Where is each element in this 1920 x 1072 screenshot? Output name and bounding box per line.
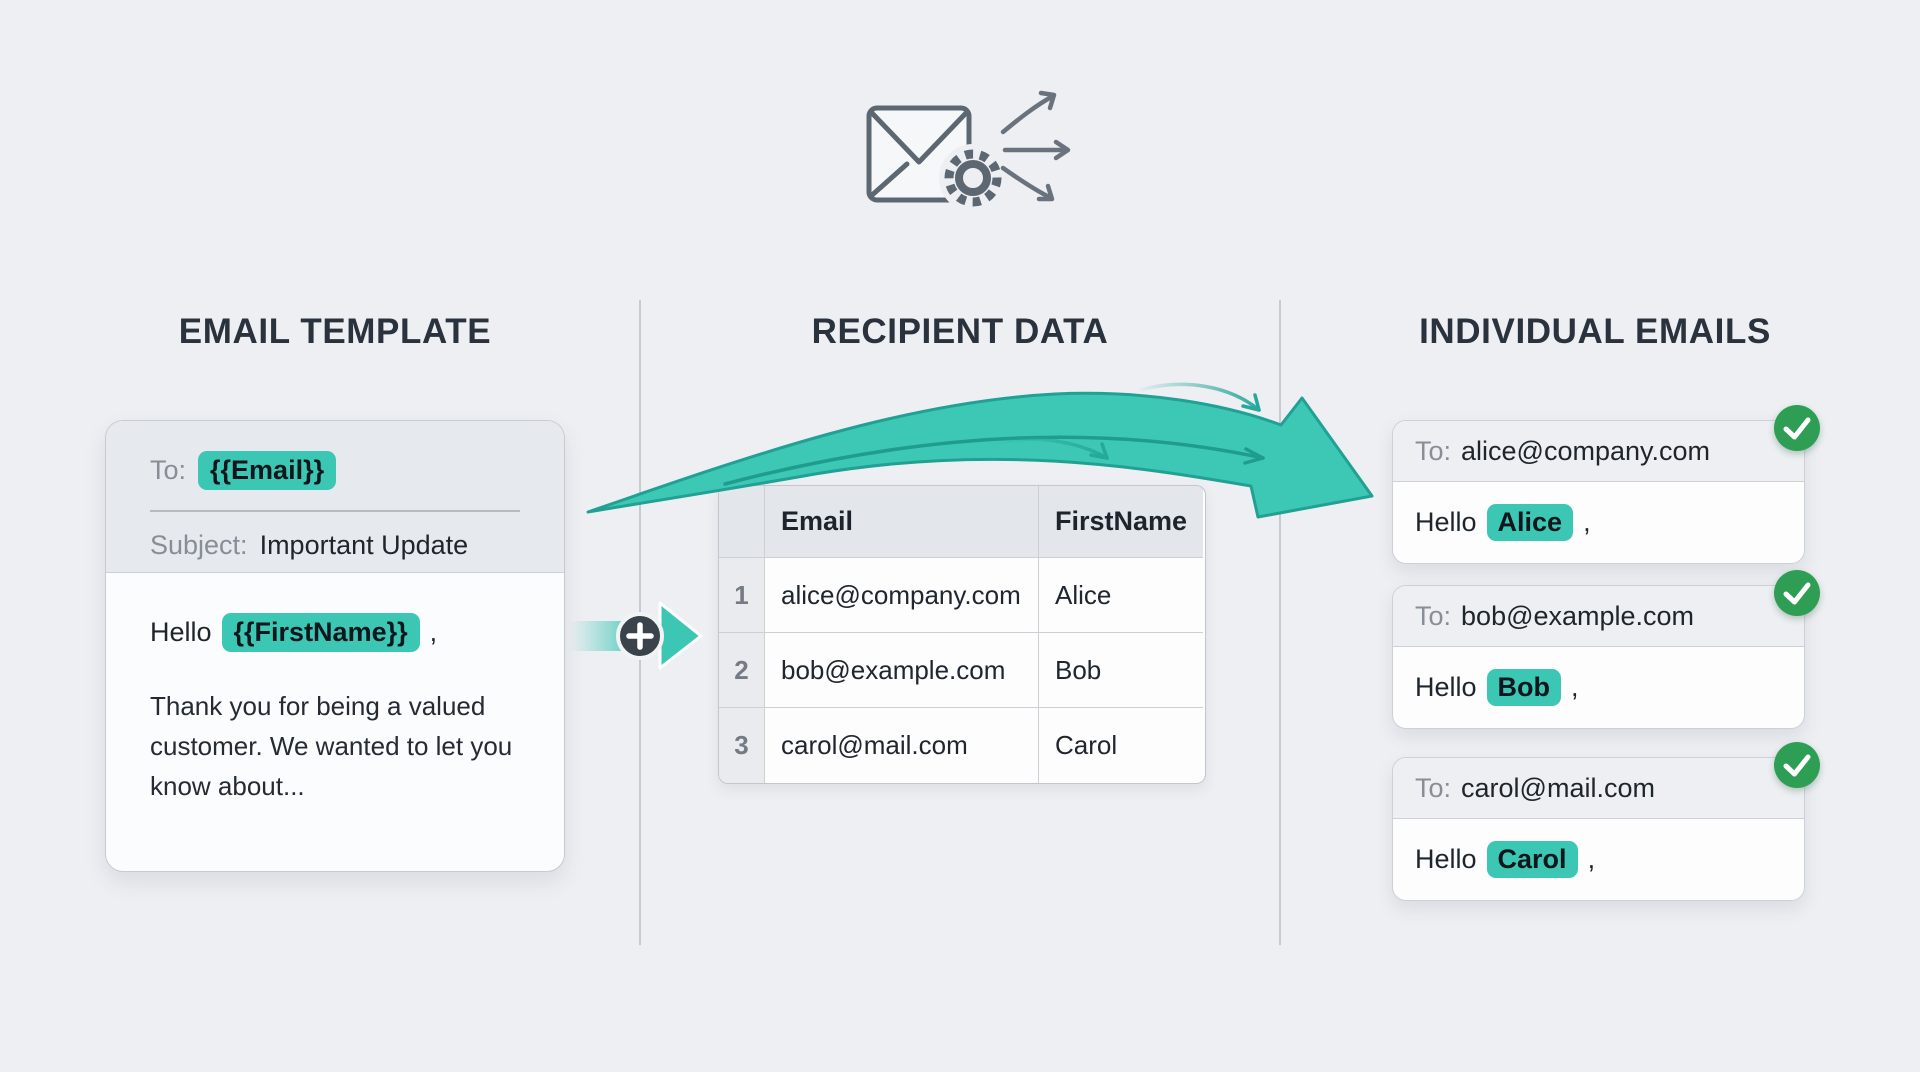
to-address: alice@company.com — [1461, 435, 1711, 466]
envelope-gear-fanout-icon — [866, 90, 1071, 212]
to-label: To: — [1415, 600, 1452, 631]
greeting-prefix: Hello — [1415, 843, 1477, 874]
recipient-table: Email FirstName 1 alice@company.com Alic… — [718, 485, 1206, 784]
merged-name-chip: Alice — [1486, 503, 1574, 541]
merge-arrow-head — [658, 601, 703, 670]
plus-icon — [626, 622, 654, 650]
column-header-firstname: FirstName — [1039, 486, 1203, 558]
sent-status-badge — [1774, 570, 1820, 616]
swoosh-arrow-body — [586, 391, 1374, 519]
heading-recipient-data: RECIPIENT DATA — [811, 312, 1109, 351]
individual-email-card: To: bob@example.com Hello Bob , — [1392, 570, 1820, 729]
individual-email-card: To: alice@company.com Hello Alice , — [1392, 405, 1820, 564]
to-address: bob@example.com — [1461, 600, 1695, 631]
email-card-body: Hello Carol , — [1393, 819, 1804, 899]
subject-value: Important Update — [259, 530, 469, 560]
check-icon — [1783, 754, 1811, 777]
header-divider — [150, 510, 520, 512]
heading-email-template: EMAIL TEMPLATE — [178, 312, 492, 351]
template-card-body: Hello {{FirstName}} , Thank you for bein… — [106, 573, 564, 806]
greeting-suffix: , — [1587, 843, 1596, 874]
greeting-suffix: , — [1583, 506, 1591, 537]
heading-individual-emails: INDIVIDUAL EMAILS — [1419, 312, 1771, 351]
swoosh-arrow-icon — [586, 382, 1374, 519]
template-body-text: Thank you for being a valued customer. W… — [150, 691, 513, 801]
subject-label: Subject: — [150, 530, 248, 560]
email-card-header: To: bob@example.com — [1393, 586, 1804, 647]
individual-email-card: To: carol@mail.com Hello Carol , — [1392, 742, 1820, 901]
firstname-variable-chip: {{FirstName}} — [221, 613, 420, 652]
row-number: 3 — [719, 708, 765, 783]
to-label: To: — [150, 455, 187, 485]
table-cell-firstname: Carol — [1039, 708, 1203, 783]
email-card-body: Hello Bob , — [1393, 647, 1804, 727]
table-cell-email: bob@example.com — [765, 633, 1039, 708]
table-cell-firstname: Bob — [1039, 633, 1203, 708]
table-cell-email: alice@company.com — [765, 558, 1039, 633]
table-cell-firstname: Alice — [1039, 558, 1203, 633]
column-header-email: Email — [765, 486, 1039, 558]
check-icon — [1783, 582, 1811, 605]
speed-arrow-bottom — [991, 437, 1109, 460]
table-cell-email: carol@mail.com — [765, 708, 1039, 783]
to-label: To: — [1415, 772, 1452, 803]
fan-out-arrows-icon — [1000, 90, 1071, 202]
swoosh-inner-speed-line — [723, 435, 1265, 486]
sent-status-badge — [1774, 405, 1820, 451]
gear-icon — [939, 144, 1007, 212]
greeting-suffix: , — [429, 617, 438, 647]
greeting-suffix: , — [1571, 671, 1579, 702]
email-card-header: To: alice@company.com — [1393, 421, 1804, 482]
email-variable-chip: {{Email}} — [198, 451, 337, 490]
greeting-prefix: Hello — [1415, 671, 1477, 702]
plus-merge-icon — [570, 601, 703, 670]
greeting-prefix: Hello — [150, 617, 212, 647]
check-icon — [1783, 417, 1811, 440]
template-card-header: To: {{Email}} Subject: Important Update — [106, 421, 564, 573]
column-divider-right — [1279, 300, 1281, 945]
merged-name-chip: Carol — [1486, 840, 1578, 878]
to-address: carol@mail.com — [1461, 772, 1655, 803]
row-number: 2 — [719, 633, 765, 708]
corner-cell — [719, 486, 765, 558]
merged-name-chip: Bob — [1486, 668, 1562, 706]
speed-arrow-top — [1138, 382, 1261, 412]
row-number: 1 — [719, 558, 765, 633]
greeting-prefix: Hello — [1415, 506, 1477, 537]
email-card-body: Hello Alice , — [1393, 482, 1804, 562]
email-card-header: To: carol@mail.com — [1393, 758, 1804, 819]
to-label: To: — [1415, 435, 1452, 466]
email-template-card: To: {{Email}} Subject: Important Update … — [105, 420, 565, 872]
sent-status-badge — [1774, 742, 1820, 788]
